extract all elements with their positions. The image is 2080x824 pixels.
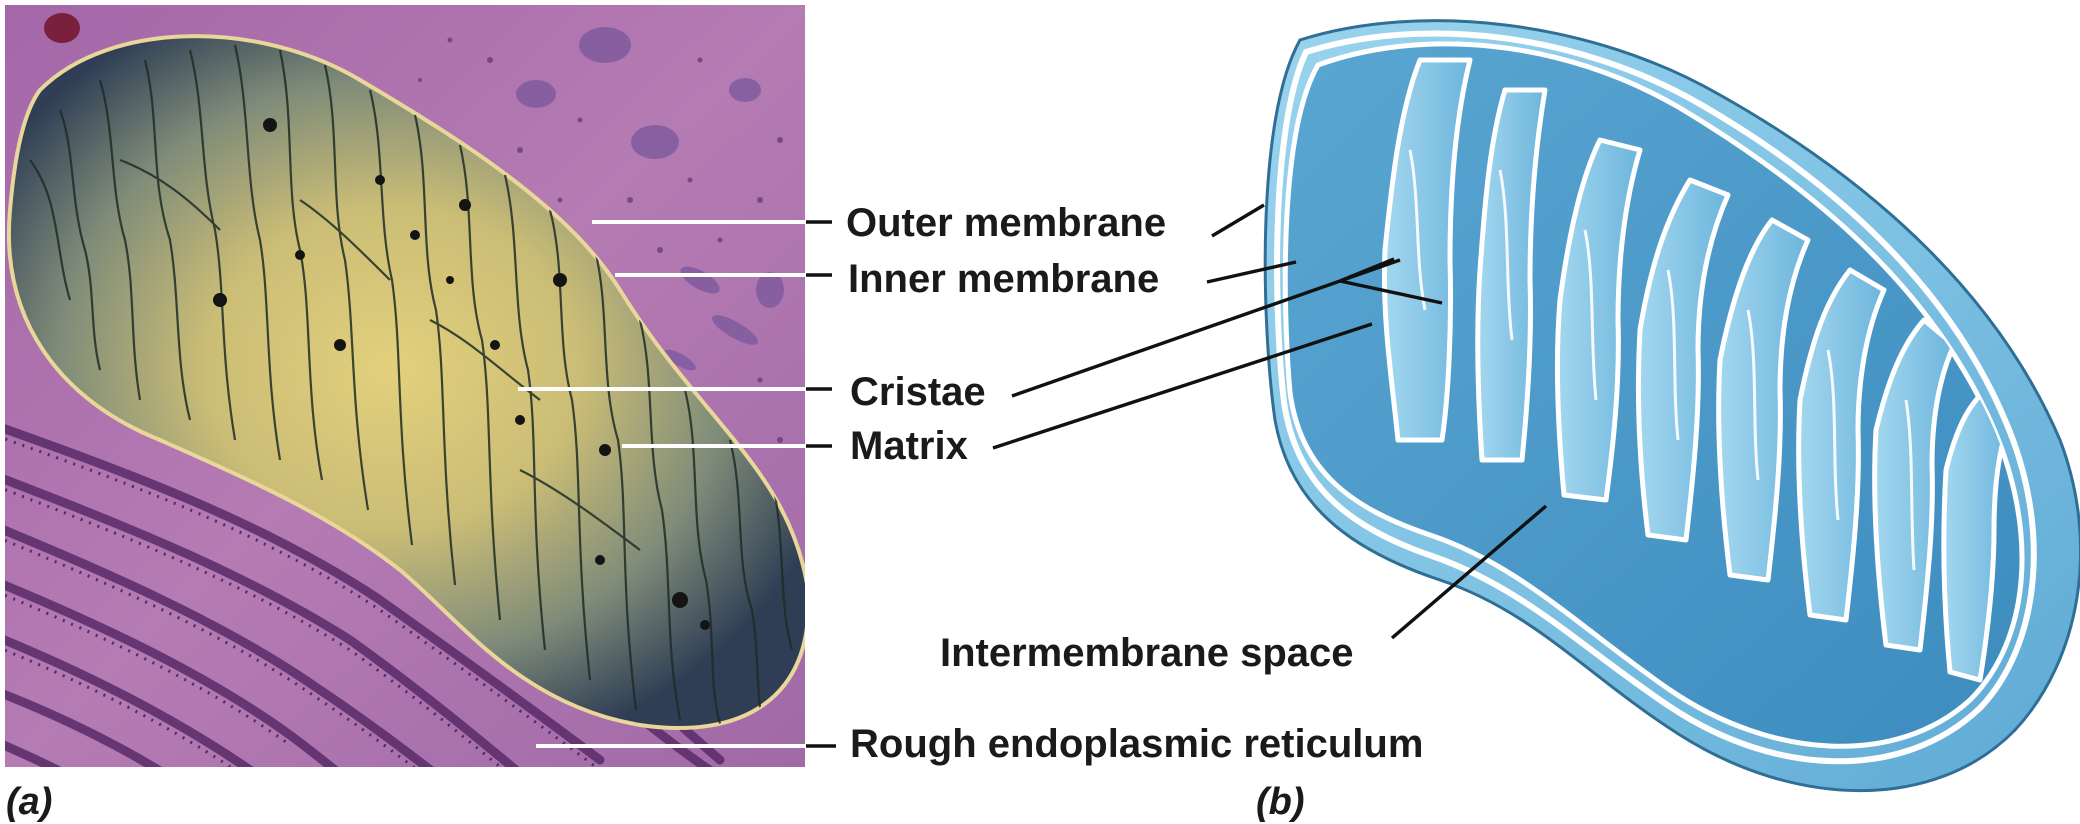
label-inner-membrane: Inner membrane [848,257,1159,301]
leader-outer-membrane-b [1212,205,1264,236]
illustration-panel [1265,21,2080,791]
micrograph-panel [0,5,808,810]
panel-letter-b: (b) [1256,781,1305,823]
label-rough-er: Rough endoplasmic reticulum [850,722,1423,766]
red-granule [44,13,80,43]
label-outer-membrane: Outer membrane [846,201,1166,245]
label-matrix: Matrix [850,424,968,468]
label-cristae: Cristae [850,370,986,414]
panel-letter-a: (a) [6,781,52,823]
label-intermembrane-space: Intermembrane space [940,631,1354,675]
